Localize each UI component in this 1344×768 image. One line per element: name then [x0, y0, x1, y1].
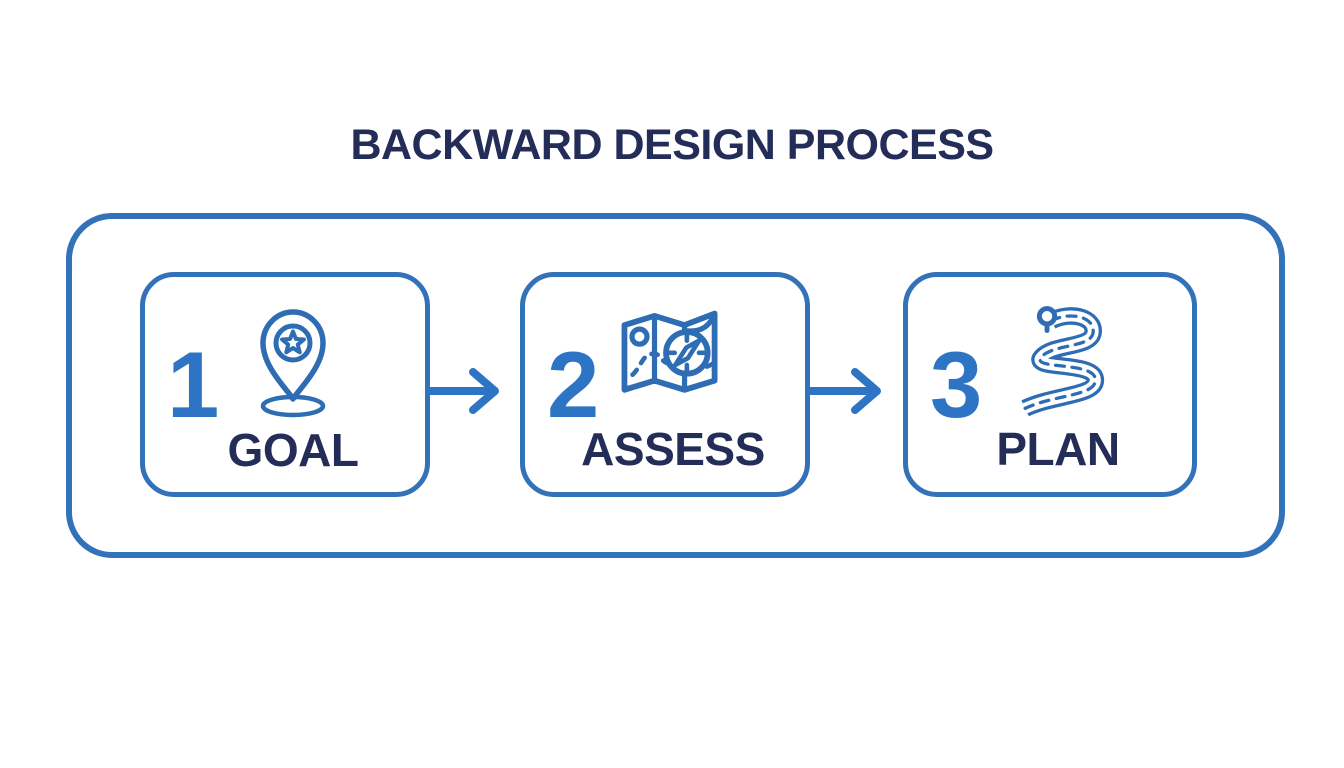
step-label: GOAL — [227, 424, 359, 476]
goal-pin-star-icon — [243, 302, 343, 425]
page-title: BACKWARD DESIGN PROCESS — [350, 121, 994, 169]
step-card-plan: 3 PLAN — [903, 272, 1197, 497]
arrow-assess-to-plan-icon — [808, 368, 881, 414]
step-content: ASSESS — [525, 277, 805, 492]
step-label: ASSESS — [581, 423, 765, 476]
winding-road-icon — [1001, 302, 1115, 421]
step-number: 2 — [547, 331, 600, 437]
step-number: 1 — [167, 331, 220, 437]
process-outer-frame — [66, 213, 1285, 558]
step-label: PLAN — [996, 423, 1120, 476]
step-content: GOAL — [145, 277, 425, 492]
step-number: 3 — [930, 331, 983, 437]
map-compass-icon — [612, 302, 734, 411]
step-card-goal: 1 GOAL — [140, 272, 430, 497]
arrow-goal-to-assess-icon — [426, 368, 499, 414]
step-card-assess: 2 ASSESS — [520, 272, 810, 497]
step-content: PLAN — [908, 277, 1192, 492]
